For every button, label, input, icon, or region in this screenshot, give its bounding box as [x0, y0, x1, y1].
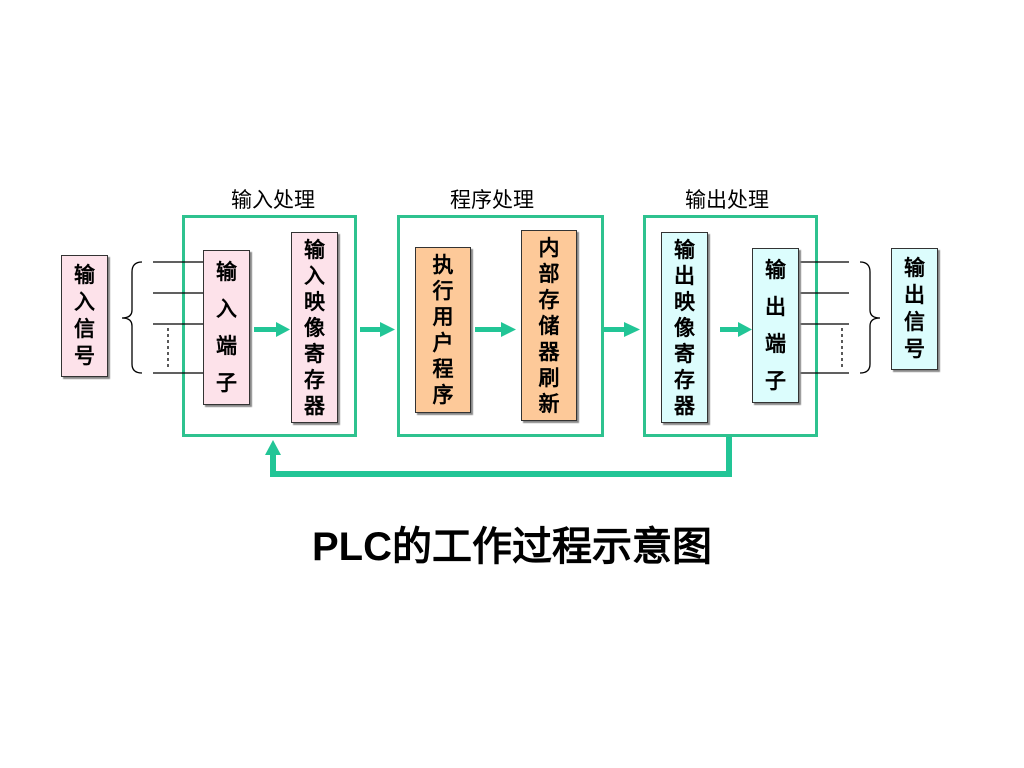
arrow-input-terminal-to-register — [254, 322, 290, 337]
arrow-execute-to-refresh — [475, 322, 516, 337]
output-brace — [859, 261, 881, 374]
execute-program-text: 执行用户程序 — [432, 253, 454, 407]
arrow-input-to-program — [360, 322, 395, 337]
input-signal-block: 输入信号 — [61, 255, 108, 377]
memory-refresh-text: 内部存储器刷新 — [538, 235, 560, 416]
output-signal-text: 输出信号 — [904, 256, 925, 361]
input-signal-text: 输入信号 — [74, 263, 95, 368]
output-signal-block: 输出信号 — [891, 248, 938, 370]
input-image-register-block: 输入映像寄存器 — [291, 232, 338, 423]
output-terminal-block: 输出端子 — [752, 248, 799, 403]
group-box-program-processing — [397, 215, 604, 437]
output-terminal-text: 输出端子 — [765, 257, 786, 393]
memory-refresh-block: 内部存储器刷新 — [521, 230, 577, 421]
diagram-title: PLC的工作过程示意图 — [312, 525, 712, 569]
group-label-output-processing: 输出处理 — [685, 188, 769, 212]
input-terminal-block: 输入端子 — [203, 250, 250, 405]
input-terminal-text: 输入端子 — [216, 259, 237, 395]
input-image-register-text: 输入映像寄存器 — [304, 237, 325, 418]
arrow-output-register-to-terminal — [720, 322, 752, 337]
group-label-input-processing: 输入处理 — [231, 188, 315, 212]
group-box-input-processing — [182, 215, 357, 437]
execute-program-block: 执行用户程序 — [415, 247, 471, 413]
arrow-program-to-output — [604, 322, 640, 337]
input-brace — [121, 261, 143, 374]
group-box-output-processing — [643, 215, 818, 437]
output-image-register-text: 输出映像寄存器 — [674, 237, 695, 418]
group-label-program-processing: 程序处理 — [450, 188, 534, 212]
feedback-loop-arrow — [265, 437, 732, 477]
output-image-register-block: 输出映像寄存器 — [661, 232, 708, 423]
